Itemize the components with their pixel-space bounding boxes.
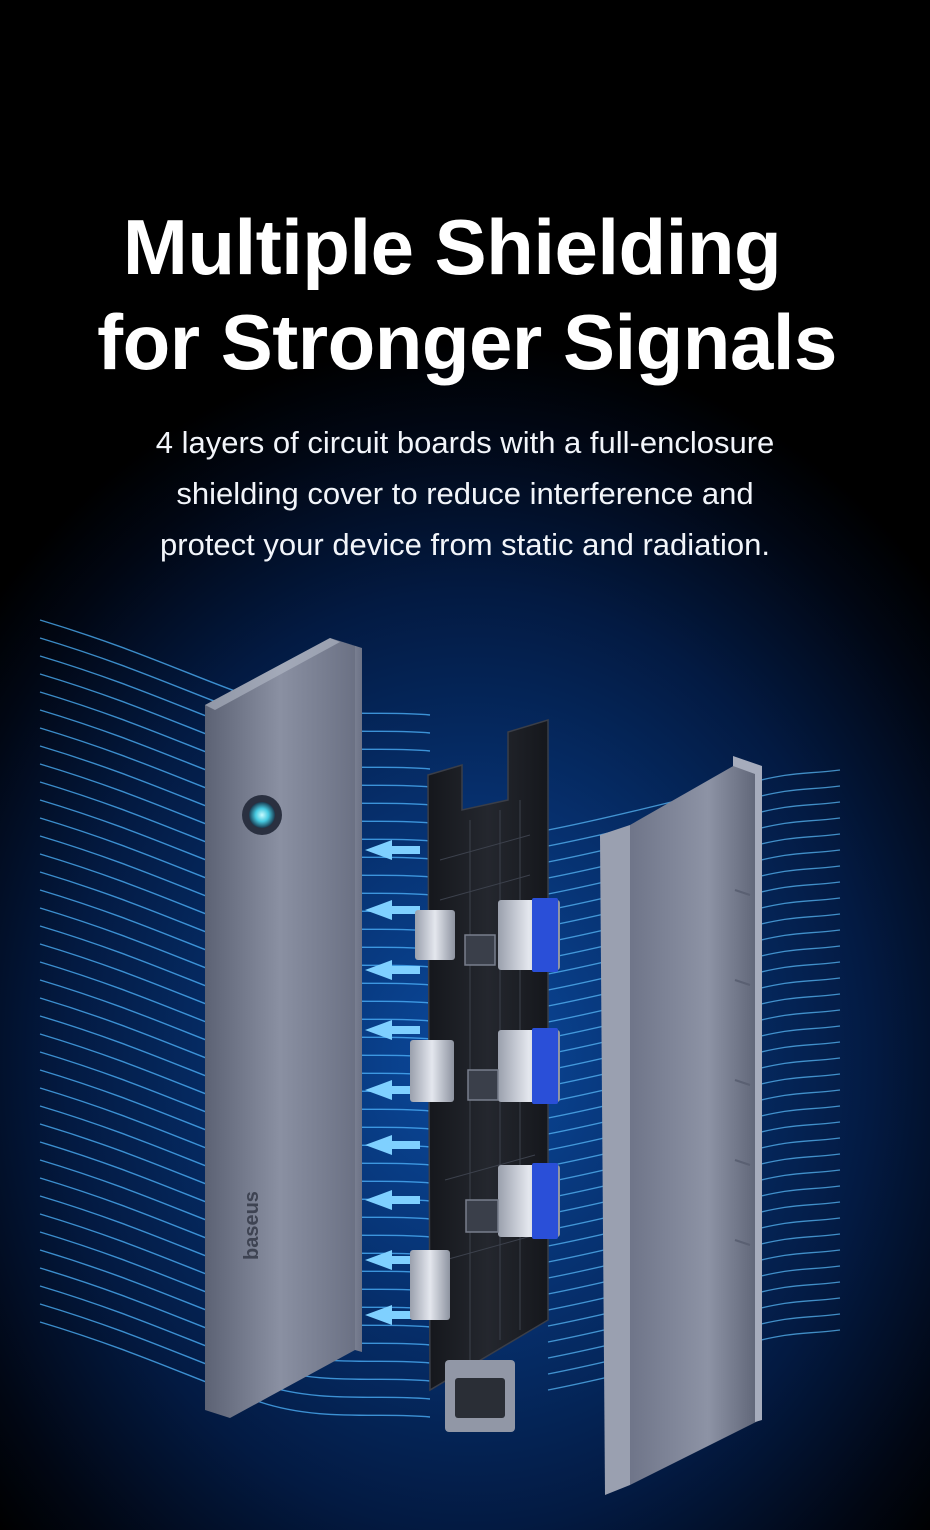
- right-shield-cover: [600, 756, 762, 1495]
- shield-arrows: [365, 840, 420, 1325]
- brand-logo: baseus: [241, 1191, 263, 1260]
- page-title: Multiple Shielding for Stronger Signals: [0, 200, 930, 390]
- hdmi-port-3: [410, 1250, 450, 1320]
- title-line-1: Multiple Shielding: [122, 203, 782, 292]
- circuit-board: [410, 718, 560, 1432]
- hdmi-port-2: [410, 1040, 454, 1102]
- title-line-2: for Stronger Signals: [97, 298, 837, 387]
- vga-port: [445, 1360, 515, 1432]
- airflow-line: [39, 1321, 431, 1418]
- chips: [464, 934, 499, 1233]
- usb-port-2: [498, 1028, 560, 1104]
- usb-port-1: [498, 898, 560, 972]
- feature-description: 4 layers of circuit boards with a full-e…: [0, 417, 930, 570]
- description-line-3: protect your device from static and radi…: [160, 527, 770, 562]
- left-shield-cover: baseus: [205, 638, 362, 1418]
- description-line-2: shielding cover to reduce interference a…: [176, 476, 754, 511]
- usb-port-3: [498, 1163, 560, 1239]
- hdmi-port-1: [415, 910, 455, 960]
- exploded-hub-illustration: baseus: [39, 619, 841, 1495]
- description-line-1: 4 layers of circuit boards with a full-e…: [155, 425, 775, 460]
